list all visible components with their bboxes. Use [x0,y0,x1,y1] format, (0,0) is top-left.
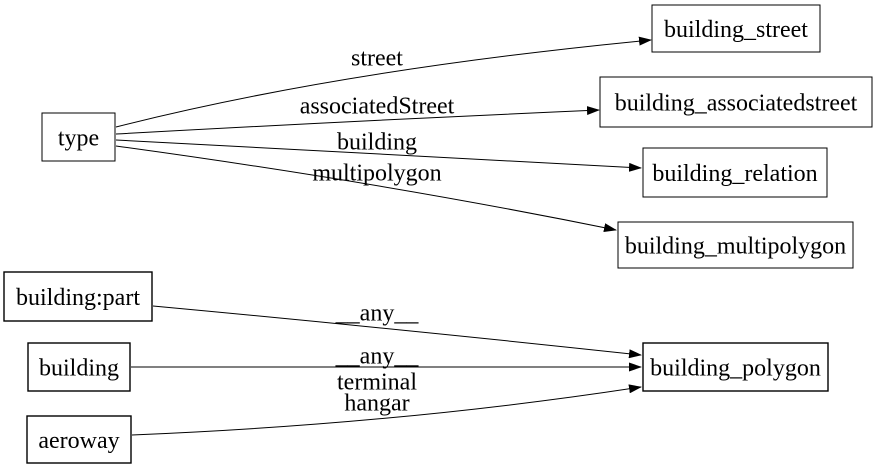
edge-label-type-multipolygon-0: multipolygon [312,160,441,186]
node-label-building_associatedstreet: building_associatedstreet [615,90,858,116]
node-label-building_part: building:part [16,285,140,311]
edge-part-polygon [152,305,642,359]
edge-type-street [115,36,652,128]
node-box-building [27,342,131,392]
edge-labels-layer: street associatedStreet building multipolyg… [300,45,455,416]
node-box-building_part [3,271,153,322]
node-box-building_polygon [642,342,829,392]
edge-label-part-polygon-0: __any__ [335,300,420,326]
node-box-aeroway [26,415,132,464]
node-box-building_relation [642,147,828,198]
node-box-type [41,112,116,162]
edge-aeroway-polygon [131,384,642,436]
node-box-building_associatedstreet [599,76,873,128]
node-label-aeroway: aeroway [38,428,119,454]
node-label-building_polygon: building_polygon [650,355,821,381]
node-box-building_multipolygon [617,221,854,269]
node-label-building_multipolygon: building_multipolygon [625,233,846,259]
edge-type-multipolygon [115,145,617,233]
edge-label-type-street-0: street [351,45,403,71]
edge-label-building-polygon-0: __any__ [335,343,420,369]
nodes-layer: type building_street building_associatedst… [3,4,873,464]
node-label-building_street: building_street [664,17,808,43]
edge-label-aeroway-polygon-1: hangar [344,390,409,416]
edge-type-associatedstreet [115,106,600,135]
edge-label-type-relation-0: building [337,129,417,155]
node-box-building_street [651,4,821,53]
node-label-type: type [58,125,99,151]
node-label-building: building [39,355,119,381]
edge-label-type-associatedstreet-0: associatedStreet [300,93,455,119]
edge-label-aeroway-polygon-0: terminal [337,369,417,395]
node-label-building_relation: building_relation [652,161,817,187]
